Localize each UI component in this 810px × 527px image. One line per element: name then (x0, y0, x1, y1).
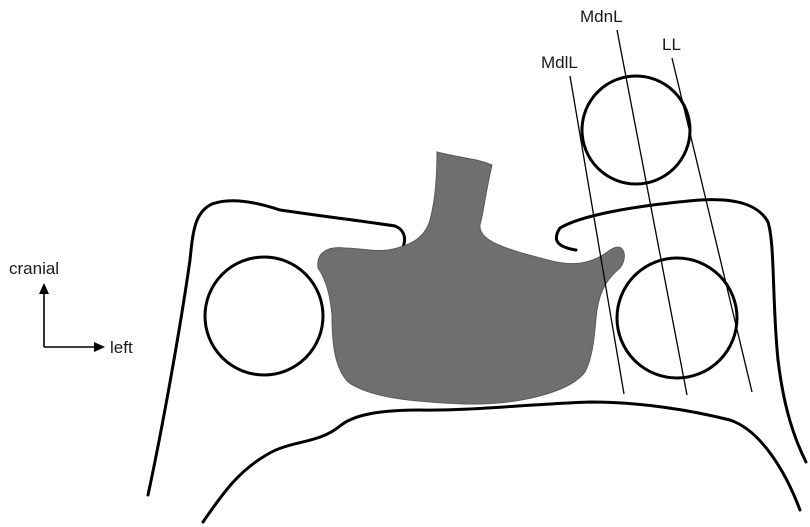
mdil-label: MdlL (541, 53, 578, 72)
vertebra-body (318, 152, 625, 404)
cranial-label: cranial (9, 259, 59, 278)
orientation-arrows-icon (39, 283, 105, 352)
mdnl-label: MdnL (580, 7, 623, 26)
right-lower-circle (617, 258, 737, 378)
lower-body-outline (203, 402, 800, 522)
ll-label: LL (662, 35, 681, 54)
left-circle (205, 257, 323, 375)
ll-line (672, 58, 752, 392)
left-label: left (110, 338, 133, 357)
mdnl-line (617, 30, 687, 395)
